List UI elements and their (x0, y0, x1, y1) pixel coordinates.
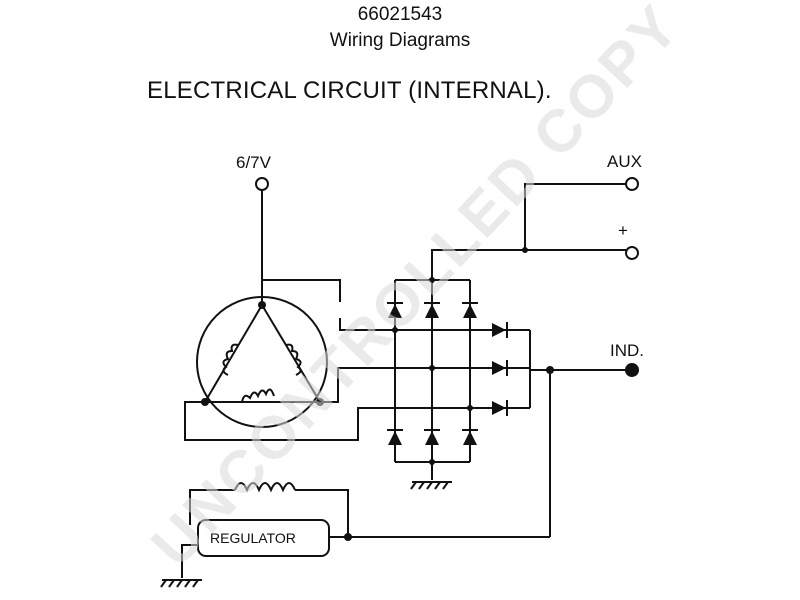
ground-symbol-rectifier (410, 481, 452, 490)
terminal-plus-label: + (618, 221, 628, 240)
regulator: REGULATOR (181, 519, 550, 578)
diode-top-3 (462, 302, 478, 318)
stator (196, 296, 328, 428)
diode-bottom-2 (424, 429, 440, 445)
part-number: 66021543 (357, 4, 443, 25)
diagram-subtitle: Wiring Diagrams (329, 30, 471, 51)
diode-field-3 (492, 400, 508, 416)
diode-field-1 (492, 322, 508, 338)
terminal-6-7v-label: 6/7V (236, 153, 272, 172)
diode-top-2 (424, 302, 440, 318)
watermark: UNCONTROLLED COPY (139, 0, 693, 579)
stator-coil-bottom (241, 388, 275, 403)
terminal-ind: IND. (530, 341, 644, 537)
terminal-plus: + (618, 221, 639, 260)
diode-bottom-1 (387, 429, 403, 445)
output-wiring (431, 183, 628, 260)
field-coil (189, 482, 349, 537)
terminal-6-7v: 6/7V (236, 153, 272, 305)
terminal-aux-label: AUX (607, 152, 642, 171)
diode-top-1 (387, 302, 403, 318)
terminal-aux: AUX (607, 152, 642, 191)
diode-field-2 (492, 360, 508, 376)
terminal-ind-label: IND. (610, 341, 644, 360)
circuit-title: ELECTRICAL CIRCUIT (INTERNAL). (147, 77, 552, 104)
stator-coil-right (285, 343, 302, 376)
stator-coil-left (222, 343, 239, 376)
regulator-label: REGULATOR (210, 530, 296, 546)
diode-bottom-3 (462, 429, 478, 445)
ground-symbol-regulator (160, 579, 202, 588)
rectifier-bridge (387, 260, 531, 480)
